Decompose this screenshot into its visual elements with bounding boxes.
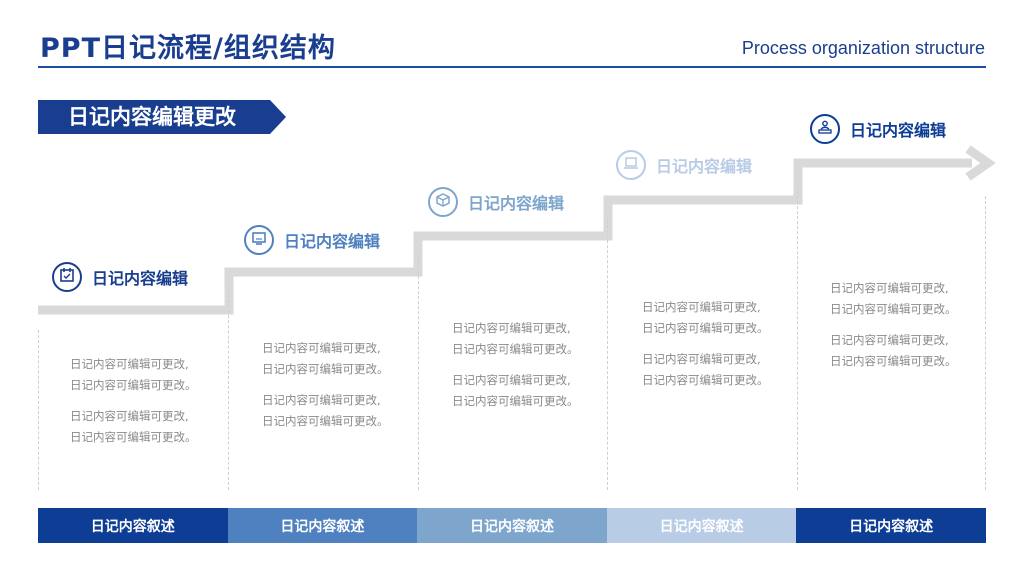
step-icon-circle	[244, 225, 274, 255]
banner-label: 日记内容编辑更改	[68, 105, 236, 129]
laptop-icon	[623, 155, 639, 175]
description-line: 日记内容可编辑可更改,	[830, 333, 949, 347]
divider-line	[418, 256, 419, 490]
step-icon-circle	[616, 150, 646, 180]
step-header-2: 日记内容编辑	[244, 225, 380, 255]
description-line: 日记内容可编辑可更改,	[452, 321, 571, 335]
step-description-1: 日记内容可编辑可更改, 日记内容可编辑可更改。 日记内容可编辑可更改, 日记内容…	[70, 354, 197, 448]
bottom-segment-2: 日记内容叙述	[227, 508, 418, 543]
divider-line	[985, 196, 986, 490]
bottom-segment-1: 日记内容叙述	[38, 508, 228, 543]
description-line: 日记内容可编辑可更改,	[262, 393, 381, 407]
step-label: 日记内容编辑	[468, 194, 565, 213]
team-icon	[817, 119, 833, 139]
bottom-segment-4: 日记内容叙述	[606, 508, 797, 543]
description-line: 日记内容可编辑可更改。	[70, 430, 197, 444]
description-line: 日记内容可编辑可更改。	[830, 354, 957, 368]
description-line: 日记内容可编辑可更改。	[452, 342, 579, 356]
step-header-1: 日记内容编辑	[52, 262, 188, 292]
step-label: 日记内容编辑	[92, 269, 189, 288]
step-description-4: 日记内容可编辑可更改, 日记内容可编辑可更改。 日记内容可编辑可更改, 日记内容…	[642, 297, 769, 391]
step-description-5: 日记内容可编辑可更改, 日记内容可编辑可更改。 日记内容可编辑可更改, 日记内容…	[830, 278, 957, 372]
description-line: 日记内容可编辑可更改,	[830, 281, 949, 295]
monitor-icon	[251, 230, 267, 250]
divider-line	[607, 220, 608, 490]
description-line: 日记内容可编辑可更改。	[70, 378, 197, 392]
description-line: 日记内容可编辑可更改,	[642, 352, 761, 366]
step-header-4: 日记内容编辑	[616, 150, 752, 180]
bottom-bar: 日记内容叙述 日记内容叙述 日记内容叙述 日记内容叙述 日记内容叙述	[38, 508, 986, 543]
banner-arrow-shape	[38, 100, 286, 134]
step-description-3: 日记内容可编辑可更改, 日记内容可编辑可更改。 日记内容可编辑可更改, 日记内容…	[452, 318, 579, 412]
description-line: 日记内容可编辑可更改。	[642, 321, 769, 335]
step-label: 日记内容编辑	[850, 121, 947, 140]
description-line: 日记内容可编辑可更改。	[452, 394, 579, 408]
description-line: 日记内容可编辑可更改,	[70, 357, 189, 371]
bottom-segment-5: 日记内容叙述	[796, 508, 986, 543]
section-banner: 日记内容编辑更改	[38, 100, 286, 134]
step-header-5: 日记内容编辑	[810, 114, 946, 144]
calendar-icon	[59, 267, 75, 287]
step-header-3: 日记内容编辑	[428, 187, 564, 217]
description-line: 日记内容可编辑可更改,	[262, 341, 381, 355]
description-line: 日记内容可编辑可更改。	[642, 373, 769, 387]
description-line: 日记内容可编辑可更改,	[70, 409, 189, 423]
bottom-segment-3: 日记内容叙述	[417, 508, 607, 543]
divider-line	[228, 290, 229, 490]
description-line: 日记内容可编辑可更改,	[642, 300, 761, 314]
description-line: 日记内容可编辑可更改。	[262, 414, 389, 428]
step-label: 日记内容编辑	[284, 232, 381, 251]
step-icon-circle	[428, 187, 458, 217]
box-icon	[435, 192, 451, 212]
divider-line	[38, 330, 39, 490]
step-icon-circle	[810, 114, 840, 144]
divider-line	[797, 186, 798, 490]
description-line: 日记内容可编辑可更改。	[262, 362, 389, 376]
step-icon-circle	[52, 262, 82, 292]
description-line: 日记内容可编辑可更改,	[452, 373, 571, 387]
header-divider	[38, 66, 986, 68]
step-label: 日记内容编辑	[656, 157, 753, 176]
page-subtitle: Process organization structure	[741, 38, 985, 58]
description-line: 日记内容可编辑可更改。	[830, 302, 957, 316]
page-title: PPT日记流程/组织结构	[40, 33, 336, 64]
step-description-2: 日记内容可编辑可更改, 日记内容可编辑可更改。 日记内容可编辑可更改, 日记内容…	[262, 338, 389, 432]
